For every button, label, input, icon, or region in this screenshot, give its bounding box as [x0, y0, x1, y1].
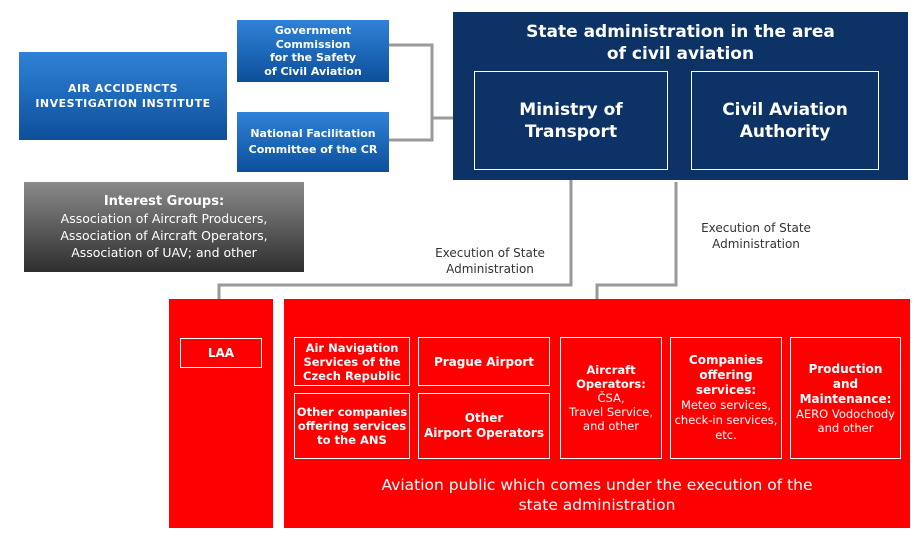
ans-czech-label: Air Navigation Services of the Czech Rep…: [303, 340, 401, 383]
production-maintenance-box: Production and Maintenance: AERO Vodocho…: [790, 337, 901, 459]
laa-label: LAA: [207, 346, 235, 360]
prague-airport-label: Prague Airport: [433, 354, 535, 369]
state-administration-title: State administration in the area of civi…: [526, 22, 835, 64]
connector-facilitation: [389, 118, 434, 142]
national-facilitation-box: National Facilitation Committee of the C…: [237, 112, 389, 172]
service-companies-box: Companies offering services: Meteo servi…: [670, 337, 782, 459]
service-companies-list: Meteo services, check-in services, etc.: [674, 398, 778, 442]
laa-box: LAA: [180, 338, 262, 368]
government-commission-label: Government Commission for the Safety of …: [264, 24, 362, 78]
interest-groups-title: Interest Groups:: [103, 194, 225, 209]
aviation-public-caption-wrap: Aviation public which comes under the ex…: [284, 470, 910, 520]
civil-aviation-authority-label: Civil Aviation Authority: [722, 99, 848, 142]
ministry-of-transport-label: Ministry of Transport: [519, 99, 623, 142]
production-maintenance-title: Production and Maintenance:: [799, 361, 892, 406]
ans-czech-box: Air Navigation Services of the Czech Rep…: [294, 337, 410, 386]
interest-groups-list: Association of Aircraft Producers, Assoc…: [60, 211, 268, 260]
aircraft-operators-list: ČSA, Travel Service, and other: [569, 391, 653, 433]
execution-label-left: Execution of State Administration: [435, 246, 545, 276]
government-commission-box: Government Commission for the Safety of …: [237, 20, 389, 82]
other-ans-companies-box: Other companies offering services to the…: [294, 393, 410, 459]
connector-commission: [389, 43, 454, 120]
ministry-of-transport-box: Ministry of Transport: [474, 71, 668, 170]
connector-caa-public: [595, 182, 678, 300]
aircraft-operators-box: Aircraft Operators: ČSA, Travel Service,…: [560, 337, 662, 459]
interest-groups-box: Interest Groups: Association of Aircraft…: [24, 182, 304, 272]
production-maintenance-list: AERO Vodochody and other: [796, 406, 895, 435]
execution-label-right: Execution of State Administration: [701, 221, 811, 251]
service-companies-title: Companies offering services:: [688, 353, 764, 397]
aircraft-operators-title: Aircraft Operators:: [576, 363, 646, 391]
other-ans-companies-label: Other companies offering services to the…: [296, 405, 408, 447]
other-airport-operators-label: Other Airport Operators: [424, 411, 544, 440]
prague-airport-box: Prague Airport: [418, 337, 550, 386]
air-accidents-institute-label: AIR ACCIDENCTS INVESTIGATION INSTITUTE: [35, 82, 211, 110]
air-accidents-institute-box: AIR ACCIDENCTS INVESTIGATION INSTITUTE: [19, 52, 227, 140]
national-facilitation-label: National Facilitation Committee of the C…: [248, 127, 378, 156]
aviation-public-caption: Aviation public which comes under the ex…: [381, 476, 813, 514]
civil-aviation-authority-box: Civil Aviation Authority: [691, 71, 879, 170]
other-airport-operators-box: Other Airport Operators: [418, 393, 550, 459]
laa-panel: [169, 299, 273, 528]
